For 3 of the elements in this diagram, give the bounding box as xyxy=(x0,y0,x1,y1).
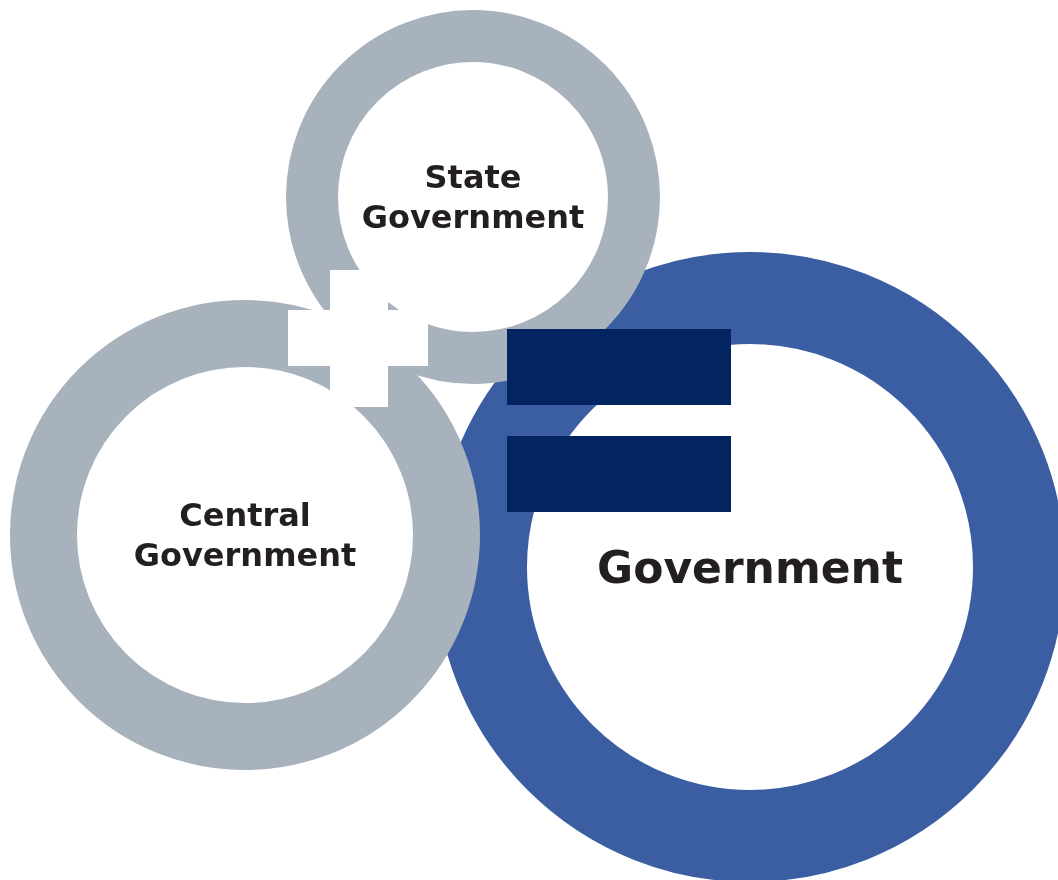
circle-label: Central Government xyxy=(132,495,358,575)
circle-label: Government xyxy=(597,540,903,595)
circle-label: State Government xyxy=(360,157,586,237)
